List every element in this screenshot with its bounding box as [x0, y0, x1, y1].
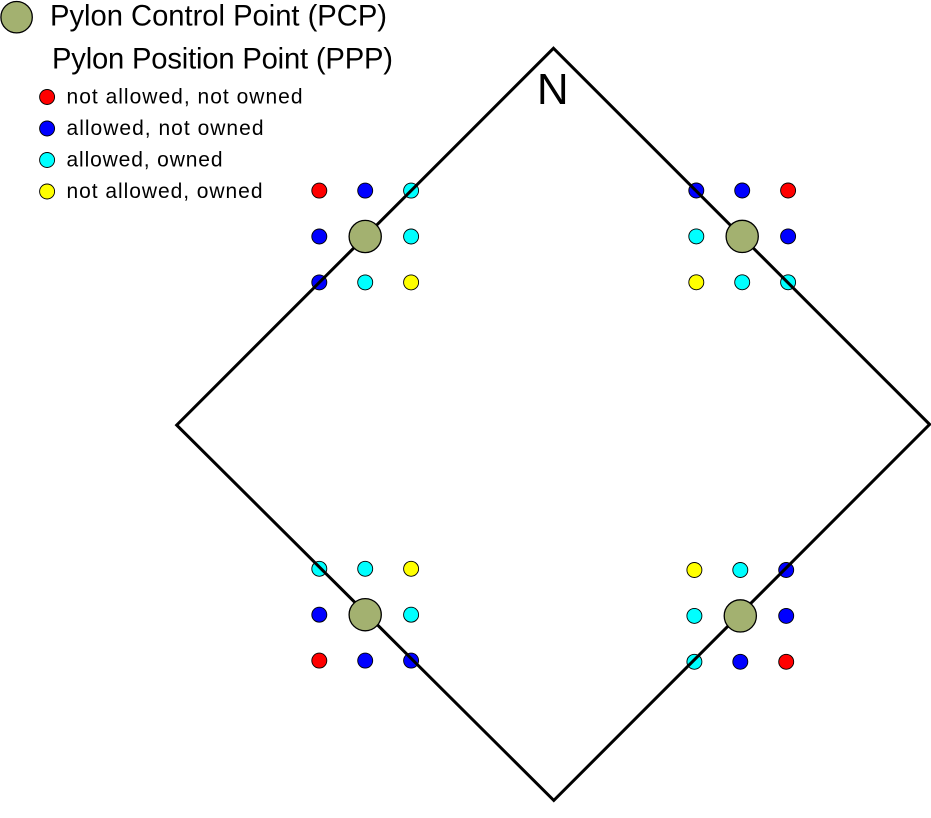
svg-text:Pylon Position Point (PPP): Pylon Position Point (PPP)	[52, 44, 393, 76]
svg-text:Pylon Control Point (PCP): Pylon Control Point (PCP)	[50, 0, 387, 32]
svg-text:not allowed, owned: not allowed, owned	[67, 180, 263, 203]
svg-text:N: N	[537, 65, 569, 114]
svg-text:allowed, not owned: allowed, not owned	[67, 117, 264, 140]
svg-text:allowed, owned: allowed, owned	[67, 148, 223, 171]
svg-text:not allowed, not owned: not allowed, not owned	[67, 85, 303, 108]
